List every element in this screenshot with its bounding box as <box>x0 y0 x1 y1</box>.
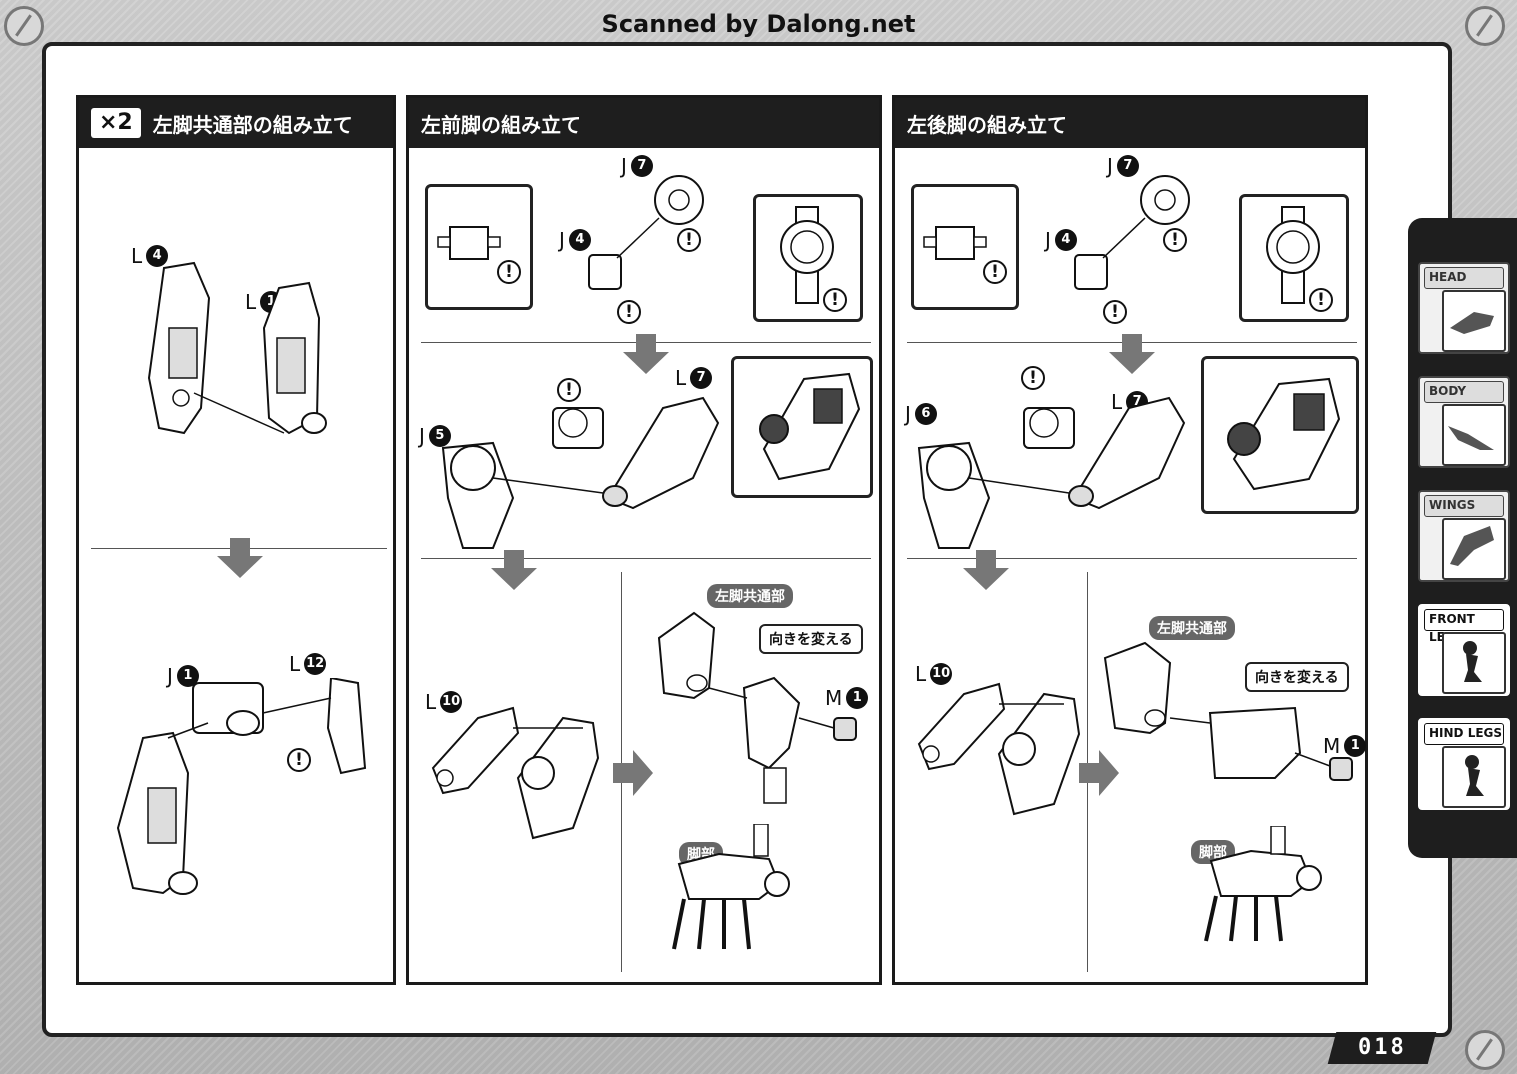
claw-foot-drawing <box>1204 826 1322 942</box>
part-label: J 4 <box>559 228 591 252</box>
step-divider <box>421 558 871 559</box>
warning-icon: ! <box>1309 288 1333 312</box>
part-label: J 1 <box>167 664 199 688</box>
tab-hind-legs[interactable]: HIND LEGS <box>1418 718 1510 810</box>
scan-credit: Scanned by Dalong.net <box>601 10 916 38</box>
part-label: L 10 <box>915 662 953 686</box>
common-part-tag: 左脚共通部 <box>1149 616 1235 640</box>
joint-detail-drawing <box>1266 206 1320 304</box>
section-header: 左前脚の組み立て <box>409 98 879 148</box>
part-label: J 7 <box>621 154 653 178</box>
part-label: L 7 <box>675 366 713 390</box>
claw-foot-drawing <box>672 824 790 950</box>
tab-label: HIND LEGS <box>1424 723 1504 745</box>
tab-body[interactable]: BODY <box>1418 376 1510 468</box>
warning-icon: ! <box>1163 228 1187 252</box>
completed-view-callout <box>1201 356 1359 514</box>
leg-join-drawing <box>1103 641 1353 781</box>
front-legs-icon <box>1442 632 1506 694</box>
leg-assembly-drawing <box>441 396 720 549</box>
part-label: J 6 <box>905 402 937 426</box>
tab-label: FRONT LEGS <box>1424 609 1504 644</box>
down-arrow-icon <box>217 538 263 578</box>
part-label: J 4 <box>1045 228 1077 252</box>
leg-join-drawing <box>657 611 857 804</box>
peg-detail-drawing <box>437 226 501 260</box>
corner-badge-icon <box>1465 1030 1505 1070</box>
detail-callout <box>911 184 1019 310</box>
leg-lower-drawing <box>431 706 600 840</box>
completed-joint-drawing <box>1227 377 1341 491</box>
warning-icon: ! <box>1103 300 1127 324</box>
section-index-tabs: HEAD BODY WINGS FRONT LEGS HIND LEGS <box>1408 218 1517 858</box>
warning-icon: ! <box>497 260 521 284</box>
completed-view-callout <box>731 356 873 498</box>
detail-callout <box>425 184 533 310</box>
hind-legs-icon <box>1442 746 1506 808</box>
part-label: J 5 <box>419 424 451 448</box>
section-left-hind-leg: 左後脚の組み立て ! J 4 J 7 ! ! ! J 6 <box>892 95 1368 985</box>
joint-part-drawing <box>588 175 704 290</box>
warning-icon: ! <box>983 260 1007 284</box>
part-label: J 7 <box>1107 154 1139 178</box>
tab-front-legs[interactable]: FRONT LEGS <box>1418 604 1510 696</box>
wings-icon <box>1442 518 1506 580</box>
common-part-tag: 左脚共通部 <box>707 584 793 608</box>
joint-part-drawing <box>1074 175 1190 290</box>
section-header: ×2 左脚共通部の組み立て <box>79 98 393 148</box>
tab-label: BODY <box>1424 381 1504 403</box>
corner-badge-icon <box>4 6 44 46</box>
leg-lower-drawing <box>917 682 1081 816</box>
warning-icon: ! <box>677 228 701 252</box>
section-title: 左後脚の組み立て <box>907 112 1067 137</box>
step-divider <box>907 558 1357 559</box>
warning-icon: ! <box>617 300 641 324</box>
warning-icon: ! <box>557 378 581 402</box>
down-arrow-icon <box>623 334 669 374</box>
peg-detail-drawing <box>923 226 987 260</box>
down-arrow-icon <box>491 550 537 590</box>
corner-badge-icon <box>1465 6 1505 46</box>
section-title: 左脚共通部の組み立て <box>152 112 353 137</box>
section-left-front-leg: 左前脚の組み立て ! J 4 J 7 ! ! ! J 5 <box>406 95 882 985</box>
part-label: L 12 <box>289 652 327 676</box>
part-label: M 1 <box>825 686 869 710</box>
tab-wings[interactable]: WINGS <box>1418 490 1510 582</box>
head-icon <box>1442 290 1506 352</box>
multiplier-badge: ×2 <box>91 108 141 138</box>
section-left-leg-common: ×2 左脚共通部の組み立て L 4 L 1 J 1 L 12 <box>76 95 396 985</box>
rotate-note: 向きを変える <box>759 624 863 654</box>
body-icon <box>1442 404 1506 466</box>
leg-part-drawing <box>116 678 367 895</box>
leg-part-drawing <box>147 261 327 435</box>
tab-label: WINGS <box>1424 495 1504 517</box>
joint-detail-drawing <box>780 206 834 304</box>
section-header: 左後脚の組み立て <box>895 98 1365 148</box>
tab-head[interactable]: HEAD <box>1418 262 1510 354</box>
warning-icon: ! <box>287 748 311 772</box>
page-number: 018 <box>1327 1032 1437 1064</box>
warning-icon: ! <box>823 288 847 312</box>
down-arrow-icon <box>963 550 1009 590</box>
down-arrow-icon <box>1109 334 1155 374</box>
right-arrow-icon <box>1079 750 1119 796</box>
part-label: L 4 <box>131 244 169 268</box>
leg-assembly-drawing <box>917 396 1186 549</box>
warning-icon: ! <box>1021 366 1045 390</box>
part-label: M 1 <box>1323 734 1367 758</box>
tab-label: HEAD <box>1424 267 1504 289</box>
part-label: L 10 <box>425 690 463 714</box>
section-title: 左前脚の組み立て <box>421 112 581 137</box>
rotate-note: 向きを変える <box>1245 662 1349 692</box>
right-arrow-icon <box>613 750 653 796</box>
completed-joint-drawing <box>759 372 861 481</box>
